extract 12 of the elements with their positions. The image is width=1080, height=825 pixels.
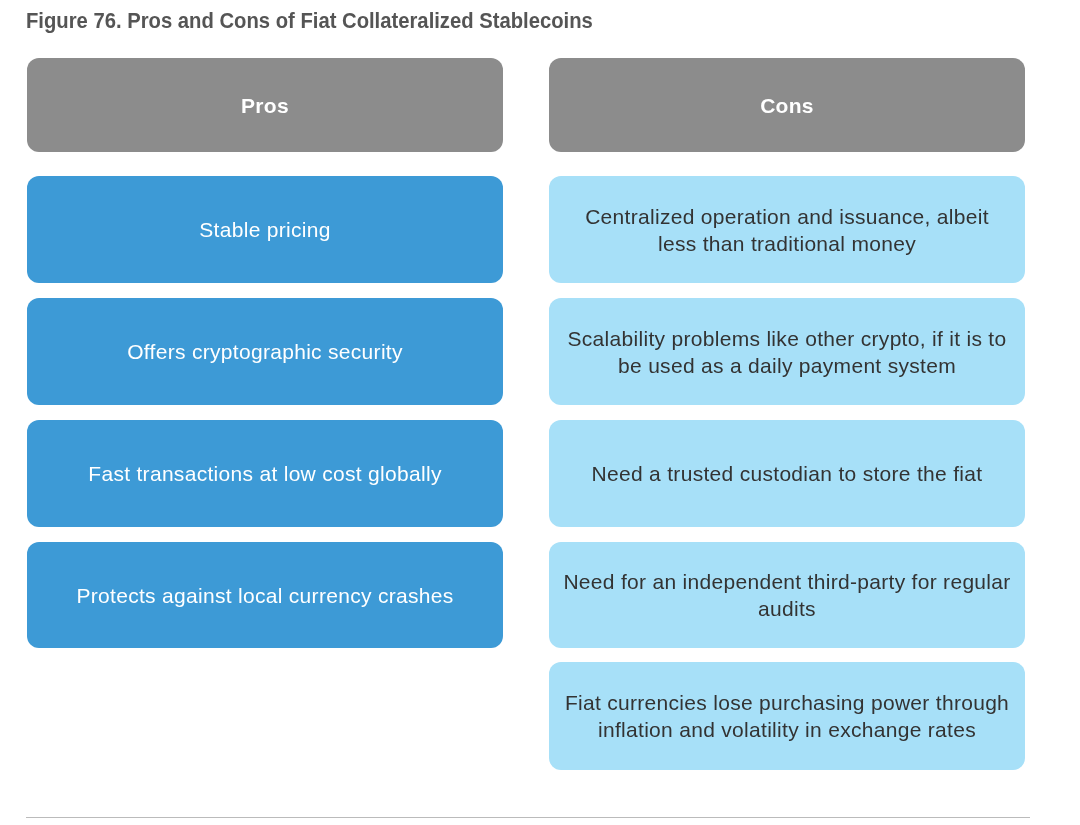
pro-box: Protects against local currency crashes — [27, 542, 503, 648]
pro-box: Offers cryptographic security — [27, 298, 503, 405]
con-box: Fiat currencies lose purchasing power through inflation and volatility in exchange rates — [549, 662, 1025, 770]
column-header: Pros — [27, 58, 503, 152]
con-box: Scalability problems like other crypto, if it is to be used as a daily payment system — [549, 298, 1025, 405]
con-box: Centralized operation and issuance, albeit less than traditional money — [549, 176, 1025, 283]
column-header: Cons — [549, 58, 1025, 152]
figure-title: Figure 76. Pros and Cons of Fiat Collateralized Stablecoins — [26, 8, 593, 34]
pro-box: Fast transactions at low cost globally — [27, 420, 503, 527]
con-box: Need for an independent third-party for regular audits — [549, 542, 1025, 648]
pro-box: Stable pricing — [27, 176, 503, 283]
con-box: Need a trusted custodian to store the fiat — [549, 420, 1025, 527]
